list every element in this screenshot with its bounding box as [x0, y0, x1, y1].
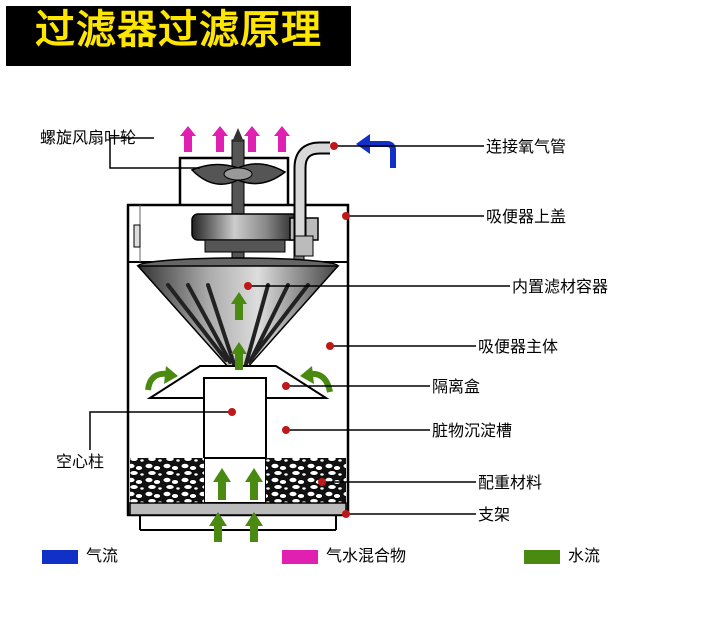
label-hollow-column: 空心柱 [56, 452, 105, 471]
air-arrow [356, 134, 396, 168]
label-oxygen-pipe: 连接氧气管 [486, 137, 567, 156]
label-fan: 螺旋风扇叶轮 [40, 128, 137, 147]
legend-swatch-water [524, 550, 560, 564]
legend-label-air: 气流 [86, 546, 119, 565]
label-support: 支架 [478, 505, 511, 524]
legend-label-mix: 气水混合物 [326, 546, 407, 565]
filter-cone [136, 257, 340, 380]
diagram-title: 过滤器过滤原理 [35, 7, 322, 53]
legend-swatches [42, 550, 560, 564]
legend-swatch-air [42, 550, 78, 564]
label-isolation-box: 隔离盒 [432, 377, 481, 396]
legend-label-water: 水流 [568, 546, 601, 565]
isolation-box [146, 365, 330, 459]
label-main-body: 吸便器主体 [478, 337, 559, 356]
label-sediment-tank: 脏物沉淀槽 [432, 421, 513, 440]
marker-dots [228, 142, 350, 518]
water-arrows [145, 292, 333, 542]
oxygen-pipe [293, 141, 330, 257]
title-banner [6, 6, 351, 66]
weight-stones [129, 458, 347, 516]
mix-arrows [180, 126, 290, 152]
label-top-cover: 吸便器上盖 [486, 207, 567, 226]
label-weight-material: 配重材料 [478, 473, 543, 492]
label-filter-container: 内置滤材容器 [512, 277, 609, 296]
legend-swatch-mix [282, 550, 318, 564]
support-stand [139, 515, 337, 531]
fan-impeller [190, 163, 287, 185]
leader-lines [89, 137, 510, 515]
